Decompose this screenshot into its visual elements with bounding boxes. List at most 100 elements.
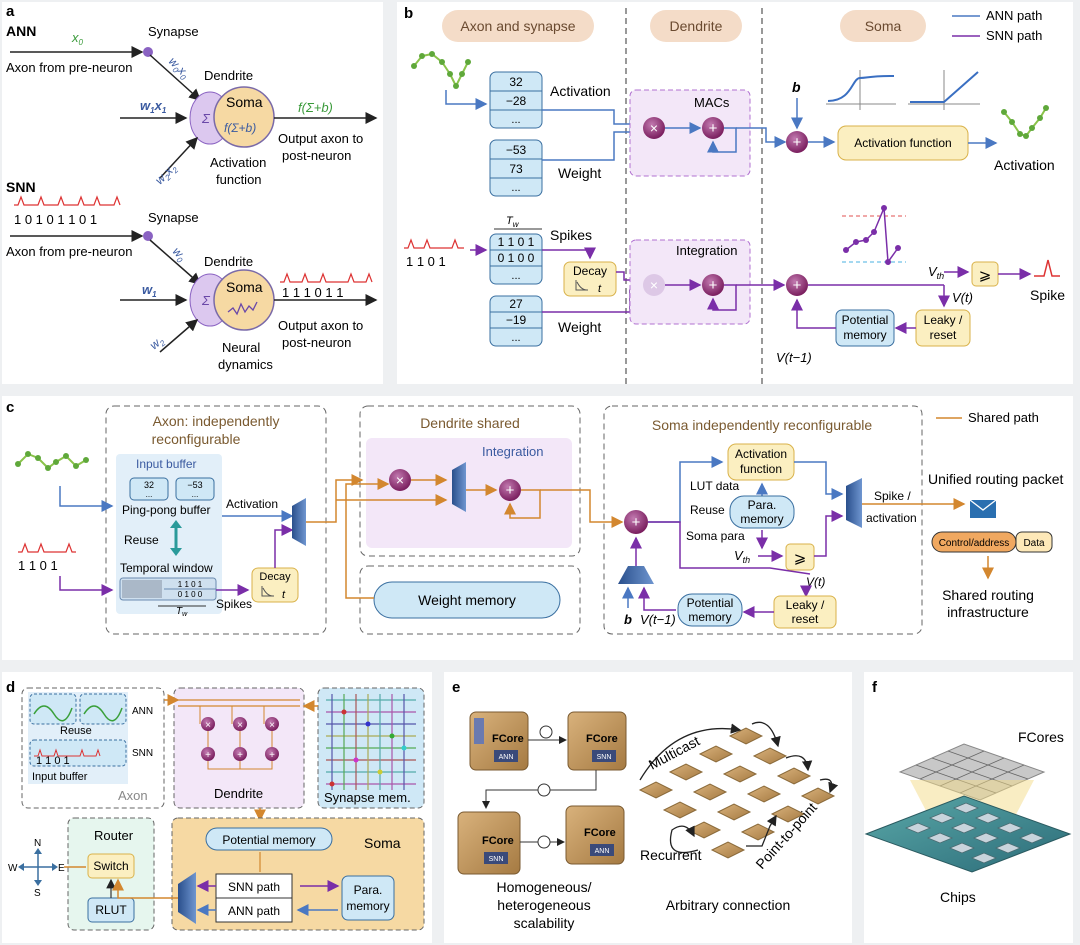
weight-label: Weight xyxy=(558,165,601,181)
axon-title-2: reconfigurable xyxy=(152,431,241,447)
chip-array-arrows xyxy=(639,721,839,854)
ann-sigma: Σ xyxy=(201,111,211,126)
fcore-tile-1: FCore ANN xyxy=(469,711,529,771)
panel-c-label: c xyxy=(6,399,14,416)
soma-vt1-label: V(t−1) xyxy=(640,612,676,627)
activation-label-c: Activation xyxy=(226,497,278,511)
spike-row-1: 0 1 0 0 xyxy=(498,251,535,265)
decay-curve-icon-c xyxy=(261,586,274,597)
para-mem-c xyxy=(729,495,795,529)
cmp-box-c xyxy=(785,543,815,571)
mult-node xyxy=(643,117,665,139)
spike-reg xyxy=(489,233,543,285)
leaky-label-c-1: Leaky / xyxy=(786,598,825,612)
leaky-label-b-1: Leaky / xyxy=(924,313,963,327)
data-pill xyxy=(1015,531,1053,553)
lut-label: LUT data xyxy=(690,479,739,493)
vt-label-c: V(t) xyxy=(806,575,825,589)
sigmoid-icon xyxy=(826,70,896,110)
snn-axon-label: Axon from pre-neuron xyxy=(6,244,132,259)
fcore-2-mode: SNN xyxy=(597,754,612,761)
d-soma-to-switch xyxy=(112,878,178,899)
snn-in-bits-b: 1 1 0 1 xyxy=(406,254,446,269)
envelope-icon xyxy=(969,499,997,518)
act-fn-label-c-1: Activation xyxy=(735,447,787,461)
bias-add-glyph: + xyxy=(793,134,802,151)
decay-box-b xyxy=(563,261,617,297)
decay-label-b: Decay xyxy=(573,264,607,278)
v-add-glyph: + xyxy=(793,277,802,294)
pot-label-c-1: Potential xyxy=(687,596,734,610)
panel-d-label: d xyxy=(6,679,15,696)
v-add-node xyxy=(786,274,808,296)
legend-ann: ANN path xyxy=(986,8,1042,23)
vt-label-b: V(t) xyxy=(952,290,973,305)
wafer-layer xyxy=(864,795,1072,873)
snn-nd-label-1: Neural xyxy=(222,340,260,355)
panel-e: e FCore ANN FCore SNN FCore SNN FCore AN… xyxy=(444,672,852,943)
dendrite-shared-title: Dendrite shared xyxy=(420,415,520,431)
vth-label-b: Vth xyxy=(928,264,944,281)
para-label-c-2: memory xyxy=(740,512,783,526)
d-para-label-2: memory xyxy=(346,899,389,913)
weight-memory-label: Weight memory xyxy=(418,592,516,608)
chips-label: Chips xyxy=(940,889,976,905)
activation-label: Activation xyxy=(550,83,611,99)
d-para-label-1: Para. xyxy=(354,883,383,897)
weight2-reg xyxy=(489,295,543,347)
urp-label: Unified routing packet xyxy=(928,471,1064,487)
pingpong-label: Ping-pong buffer xyxy=(122,503,211,517)
pp-val-1: 32 xyxy=(144,480,154,490)
ann-output-dots xyxy=(1001,105,1049,139)
reuse-label-c: Reuse xyxy=(124,533,159,547)
decay-t-c: t xyxy=(282,589,286,601)
ann-input-dots xyxy=(411,51,471,89)
pot-mem-label-b-2: memory xyxy=(843,328,886,342)
d-dendrite-label: Dendrite xyxy=(214,786,263,801)
ann-w2-line xyxy=(159,136,199,179)
sri-label-2: infrastructure xyxy=(947,604,1029,620)
d-soma-mux xyxy=(178,872,196,924)
weight2-label: Weight xyxy=(558,319,601,335)
fcores-label: FCores xyxy=(1018,729,1064,745)
actfn-to-outmux xyxy=(794,461,844,500)
pot-to-mux xyxy=(638,586,676,611)
leaky-label-c-2: reset xyxy=(792,612,819,626)
add-glyph: + xyxy=(709,120,718,137)
fcore-2-label: FCore xyxy=(586,733,618,745)
ctrl-label: Control/address xyxy=(939,538,1010,549)
spike-label-b: Spike xyxy=(1030,287,1065,303)
temporal-label: Temporal window xyxy=(120,561,213,575)
weight-mem-box xyxy=(359,565,581,635)
int-mult-node xyxy=(643,274,665,296)
pp-dots-1: ... xyxy=(146,490,153,499)
shared-path-label: Shared path xyxy=(968,410,1039,425)
snn-out-label-1: Output axon to xyxy=(278,318,363,333)
c-snn-spikes xyxy=(18,542,76,553)
fcore-links xyxy=(482,725,597,849)
d-synapse-label: Synapse mem. xyxy=(324,790,411,805)
weight-to-mult xyxy=(542,126,642,161)
c-add-glyph: + xyxy=(506,482,515,499)
fcore-1-label: FCore xyxy=(492,733,524,745)
snn-w2-line xyxy=(159,319,199,353)
weight-to-mult xyxy=(345,478,390,599)
para-label-c-1: Para. xyxy=(748,498,777,512)
legend-snn: SNN path xyxy=(986,28,1042,43)
soma-add-node xyxy=(624,510,648,534)
accum-loop xyxy=(707,127,737,153)
fcore-tile-2: FCore SNN xyxy=(567,711,627,771)
bias-label: b xyxy=(792,79,801,95)
d-ann-buf-1 xyxy=(29,693,77,725)
c-ann-input-dots xyxy=(15,451,89,471)
snn-input-spikes xyxy=(14,195,121,206)
cmp-to-outmux xyxy=(814,510,844,557)
c-snn-bits: 1 1 0 1 xyxy=(18,558,58,573)
weight2-val-1: −19 xyxy=(506,313,527,327)
fcore-4-label: FCore xyxy=(584,827,616,839)
weight-memory-pill xyxy=(373,581,561,619)
soma-box xyxy=(603,405,923,635)
ann-title: ANN xyxy=(6,23,36,39)
d-potential-memory xyxy=(205,827,333,851)
d-switch-label: Switch xyxy=(93,859,128,873)
